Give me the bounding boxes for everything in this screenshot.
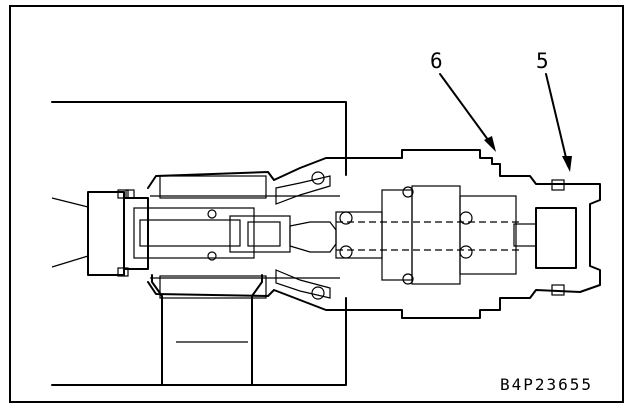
end-plug bbox=[87, 189, 255, 277]
callout-label-6: 6 bbox=[430, 49, 443, 73]
spool-assembly bbox=[139, 185, 520, 285]
valve-sleeve bbox=[147, 149, 601, 319]
figure-code: B4P23655 bbox=[500, 375, 593, 394]
lock-nut bbox=[125, 179, 577, 296]
valve-housing bbox=[51, 101, 347, 386]
callout-label-5: 5 bbox=[536, 49, 549, 73]
figure-frame bbox=[9, 5, 624, 403]
callout-leaders bbox=[439, 73, 572, 172]
